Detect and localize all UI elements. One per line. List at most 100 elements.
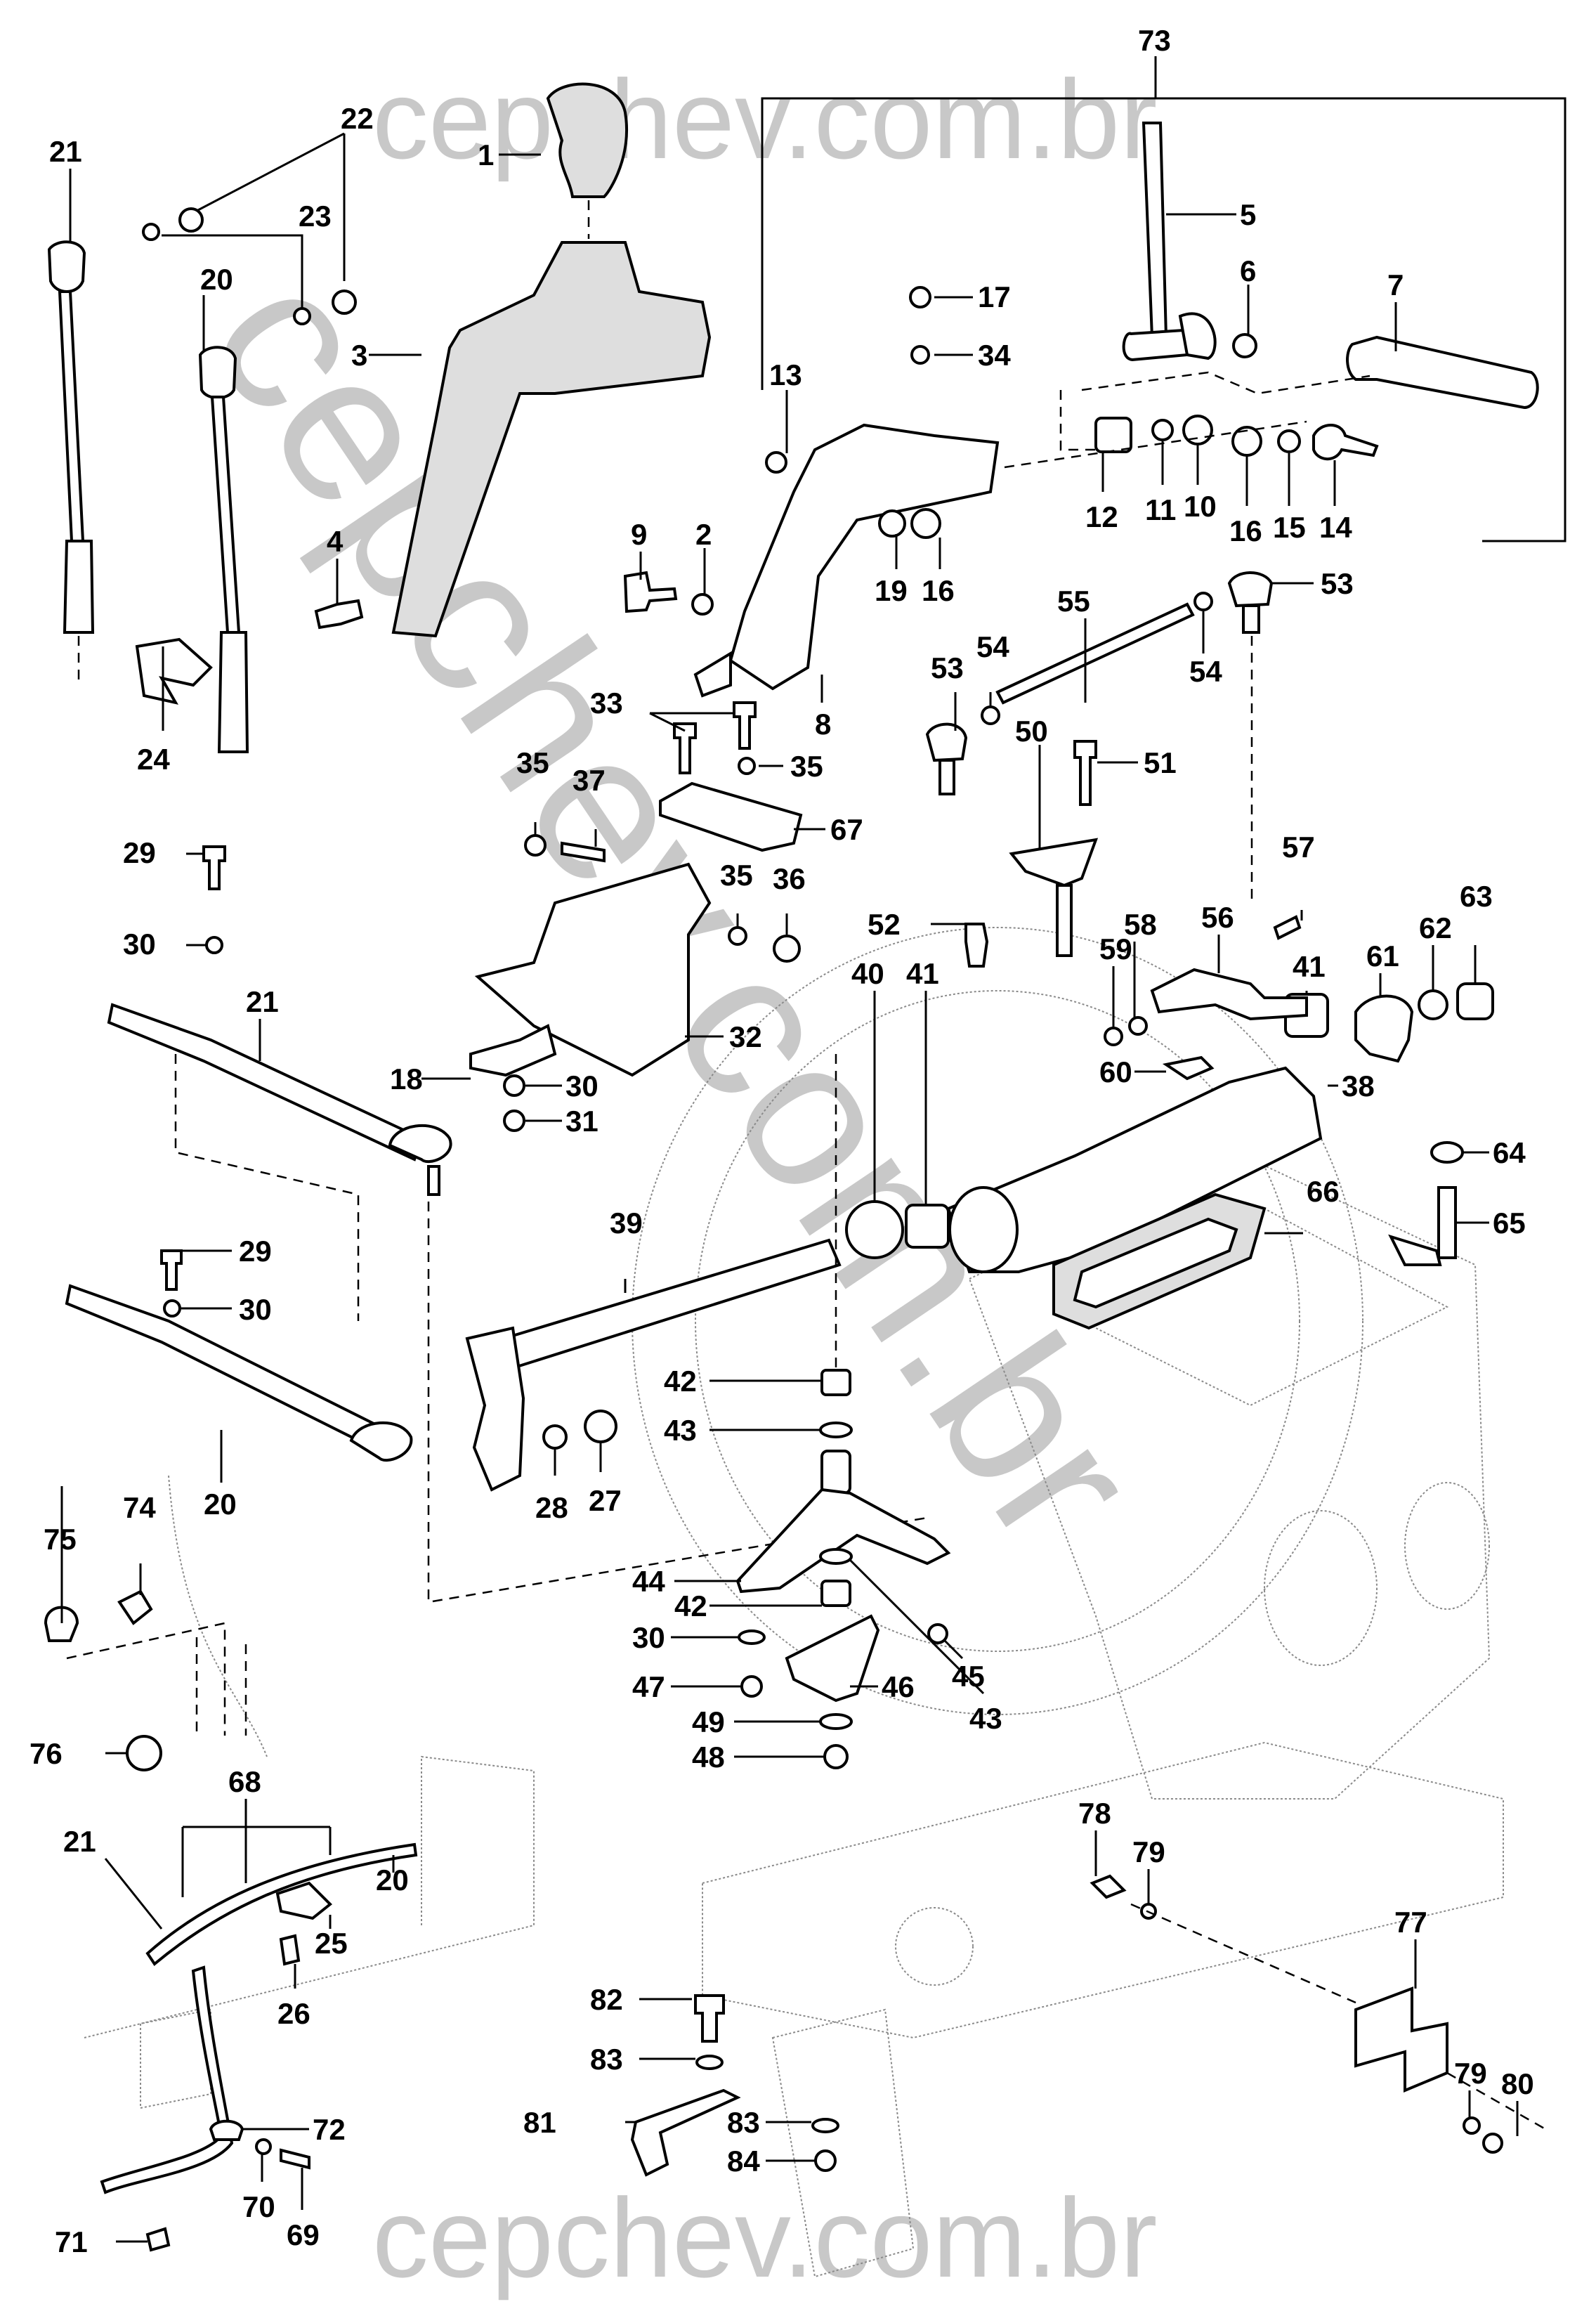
callout-58: 58 <box>1124 908 1157 941</box>
nut-31 <box>503 1110 525 1132</box>
nut-45 <box>927 1623 948 1644</box>
bolt-29a <box>202 845 226 890</box>
nut-71 <box>145 2227 171 2252</box>
clip-60 <box>1162 1055 1215 1081</box>
bushing-63 <box>1456 982 1494 1020</box>
callout-31: 31 <box>565 1105 598 1138</box>
transmission-ghost-outline <box>84 927 1504 2278</box>
callout-56: 56 <box>1201 901 1234 934</box>
callout-73: 73 <box>1138 24 1171 57</box>
shift-rod-20-top <box>198 346 237 400</box>
nut-48 <box>823 1744 849 1769</box>
callout-16a: 16 <box>922 574 955 607</box>
washer-43a <box>819 1422 853 1438</box>
plate-67 <box>659 781 803 852</box>
shift-rod-21-top <box>47 240 86 293</box>
callout-69: 69 <box>287 2218 320 2251</box>
nut-59 <box>1104 1027 1123 1046</box>
callout-61: 61 <box>1366 939 1399 972</box>
callout-13: 13 <box>769 358 802 391</box>
callout-54a: 54 <box>976 630 1009 663</box>
bolt-33a <box>673 722 697 774</box>
callout-50: 50 <box>1015 715 1048 748</box>
callout-63: 63 <box>1460 880 1493 913</box>
nut-80 <box>1482 2133 1503 2154</box>
bushing-11 <box>1151 419 1174 441</box>
callout-35a: 35 <box>790 750 823 783</box>
callout-25: 25 <box>315 1927 348 1960</box>
callout-35b: 35 <box>516 746 549 779</box>
circlip-62 <box>1418 989 1448 1020</box>
callout-57: 57 <box>1282 831 1315 864</box>
callout-43a: 43 <box>664 1414 697 1447</box>
bushing-41a <box>905 1204 950 1249</box>
callout-79b: 79 <box>1454 2057 1487 2090</box>
callout-33: 33 <box>590 687 623 720</box>
bracket-32 <box>474 862 712 1077</box>
washer-22b <box>293 307 311 325</box>
watermark-top: cepchev.com.br <box>372 56 1158 182</box>
callout-48: 48 <box>692 1741 725 1774</box>
plug-52 <box>964 923 989 968</box>
bolt-33b <box>733 701 757 750</box>
callout-66: 66 <box>1307 1175 1340 1208</box>
washer-28 <box>542 1424 568 1450</box>
callout-62: 62 <box>1419 911 1452 944</box>
bracket-56 <box>1150 968 1308 1021</box>
plug-76 <box>126 1735 162 1771</box>
bushing-42a <box>820 1369 851 1396</box>
callout-80: 80 <box>1501 2067 1534 2100</box>
nut-54a <box>981 705 1000 725</box>
callout-8: 8 <box>815 708 831 741</box>
washer-35b <box>524 834 547 857</box>
callout-83a: 83 <box>590 2043 623 2076</box>
callout-43b: 43 <box>969 1702 1002 1735</box>
pin-65 <box>1437 1186 1457 1259</box>
callout-4: 4 <box>327 525 344 558</box>
bolt-78 <box>1090 1874 1127 1899</box>
seal-40 <box>845 1200 904 1259</box>
callout-30b: 30 <box>239 1293 272 1326</box>
callout-67: 67 <box>830 813 863 846</box>
callout-54b: 54 <box>1189 655 1222 688</box>
callout-71: 71 <box>55 2225 88 2258</box>
support-bracket-8 <box>728 423 1000 691</box>
plug-74 <box>117 1589 153 1625</box>
clip-72 <box>209 2119 244 2141</box>
callout-23: 23 <box>299 200 332 233</box>
callout-3: 3 <box>351 339 367 372</box>
callout-37: 37 <box>573 764 606 797</box>
callout-30d: 30 <box>632 1621 665 1654</box>
callout-7: 7 <box>1387 268 1404 301</box>
lever-44 <box>735 1488 951 1594</box>
callout-41a: 41 <box>906 957 939 990</box>
callout-45: 45 <box>952 1660 985 1693</box>
washer-10 <box>1182 415 1213 445</box>
washer-58 <box>1128 1016 1148 1036</box>
bolt-29b <box>160 1249 183 1291</box>
callout-40: 40 <box>851 957 884 990</box>
nut-17 <box>909 286 931 308</box>
ball-joint-53a <box>925 722 968 762</box>
callout-53b: 53 <box>1321 567 1354 600</box>
callout-27: 27 <box>589 1484 622 1517</box>
ball-joint-53b <box>1227 571 1274 608</box>
bracket-77 <box>1354 1986 1448 2093</box>
callout-1: 1 <box>478 138 494 171</box>
callout-47: 47 <box>632 1670 665 1703</box>
callout-59: 59 <box>1099 932 1132 965</box>
callout-12: 12 <box>1085 500 1118 533</box>
callout-83b: 83 <box>727 2106 760 2139</box>
callout-19: 19 <box>875 574 908 607</box>
washer-70 <box>255 2138 272 2155</box>
bushing-27 <box>584 1410 617 1443</box>
callout-44: 44 <box>632 1565 665 1598</box>
leader-lines <box>60 132 1519 2243</box>
washer-30c <box>163 1299 181 1318</box>
callout-70: 70 <box>242 2190 275 2223</box>
callout-79a: 79 <box>1132 1835 1165 1868</box>
callout-29b: 29 <box>239 1235 272 1268</box>
callout-65: 65 <box>1493 1206 1526 1240</box>
callout-51: 51 <box>1144 746 1177 779</box>
callout-38: 38 <box>1342 1069 1375 1102</box>
